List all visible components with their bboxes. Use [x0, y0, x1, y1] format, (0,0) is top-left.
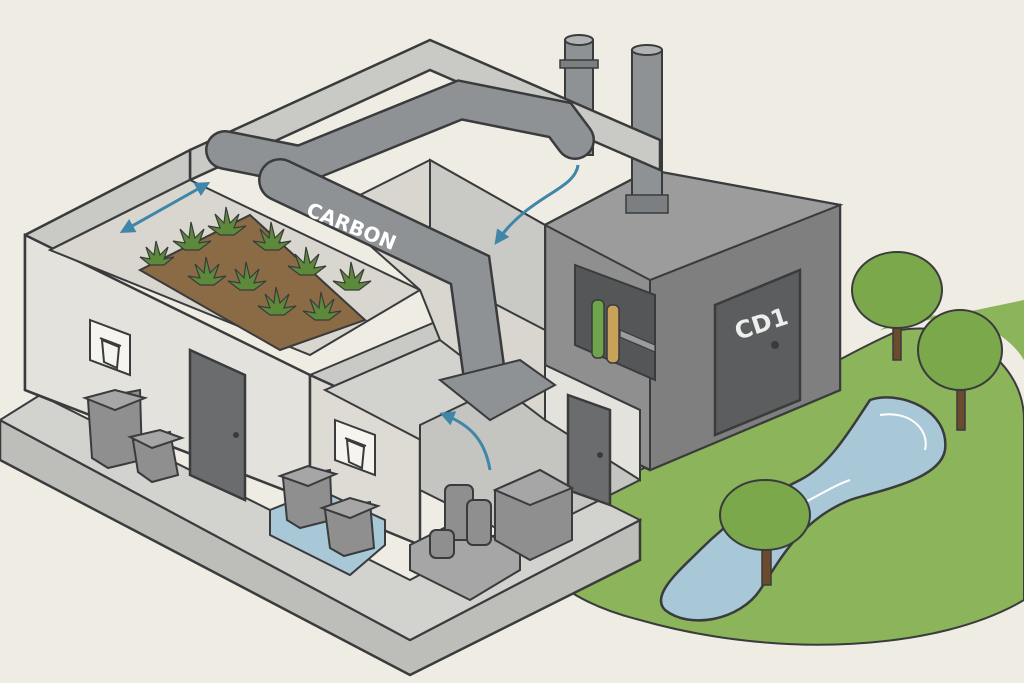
- door-center: [566, 393, 612, 507]
- chimney-right: [625, 44, 669, 214]
- waste-bin: [81, 388, 186, 484]
- exhaust-hood: [437, 358, 557, 422]
- tree-right: [917, 309, 1003, 431]
- equipment-cluster: [409, 468, 575, 602]
- airflow-arrow-icon: [119, 164, 580, 471]
- trash-bin-icon: [89, 318, 131, 377]
- tree-front: [719, 479, 811, 586]
- carbon-duct: [205, 79, 595, 402]
- door-left: [188, 348, 247, 502]
- waste-bin: [277, 464, 381, 558]
- tree-back: [851, 251, 943, 361]
- dark-building: [542, 168, 844, 472]
- plant-canopy: [139, 206, 372, 321]
- trash-bin-icon: [334, 418, 376, 477]
